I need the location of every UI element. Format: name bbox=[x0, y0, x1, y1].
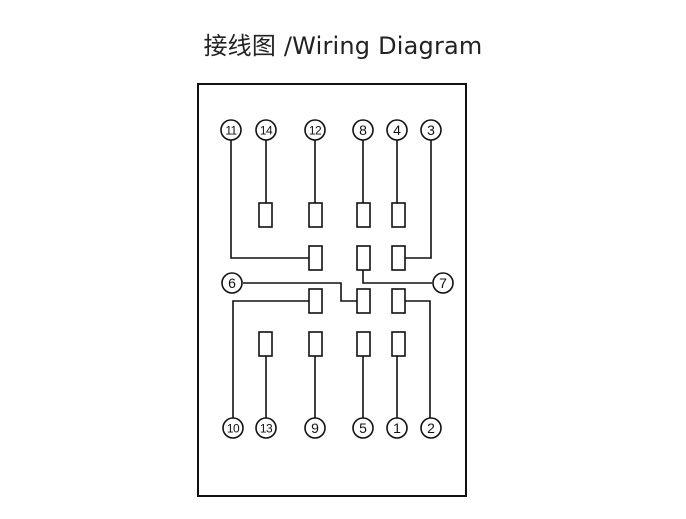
contact-11 bbox=[308, 245, 323, 271]
pin-1-circle bbox=[386, 417, 408, 439]
pin-11-label: 11 bbox=[225, 124, 237, 138]
pin-8-label: 8 bbox=[359, 122, 367, 138]
pin-12-circle bbox=[304, 119, 326, 141]
contact-upper-14 bbox=[258, 202, 273, 228]
contacts bbox=[258, 202, 406, 357]
pin-13-circle bbox=[255, 417, 277, 439]
contact-6 bbox=[356, 288, 371, 314]
wire-7 bbox=[362, 270, 432, 284]
pin-10-label: 10 bbox=[227, 422, 240, 436]
pin-labels: 11 14 12 8 4 3 6 7 10 13 9 5 1 2 bbox=[225, 122, 447, 436]
contact-lower-9 bbox=[308, 331, 323, 357]
pin-5-label: 5 bbox=[359, 420, 367, 436]
diagram-title: 接线图 /Wiring Diagram bbox=[203, 32, 483, 60]
wires bbox=[230, 140, 432, 418]
pin-14-label: 14 bbox=[260, 124, 273, 138]
pin-7-circle bbox=[432, 272, 454, 294]
pin-8-circle bbox=[352, 119, 374, 141]
wire-11 bbox=[230, 140, 309, 259]
contact-10 bbox=[308, 288, 323, 314]
pin-14-circle bbox=[255, 119, 277, 141]
pin-circles bbox=[220, 119, 454, 439]
pin-10-circle bbox=[222, 417, 244, 439]
pin-7-label: 7 bbox=[439, 275, 447, 291]
contact-upper-4 bbox=[391, 202, 406, 228]
pin-11-circle bbox=[220, 119, 242, 141]
pin-5-circle bbox=[352, 417, 374, 439]
wire-2 bbox=[405, 300, 431, 418]
pin-3-label: 3 bbox=[427, 122, 435, 138]
pin-9-label: 9 bbox=[311, 420, 319, 436]
contact-lower-5 bbox=[356, 331, 371, 357]
wire-10 bbox=[232, 300, 309, 418]
contact-lower-13 bbox=[258, 331, 273, 357]
wire-6 bbox=[243, 282, 357, 302]
diagram-frame bbox=[197, 83, 467, 497]
pin-2-circle bbox=[420, 417, 442, 439]
contact-7 bbox=[356, 245, 371, 271]
pin-1-label: 1 bbox=[393, 420, 401, 436]
contact-upper-12 bbox=[308, 202, 323, 228]
pin-2-label: 2 bbox=[427, 420, 435, 436]
contact-3 bbox=[391, 245, 406, 271]
pin-4-circle bbox=[386, 119, 408, 141]
pin-3-circle bbox=[420, 119, 442, 141]
pin-9-circle bbox=[304, 417, 326, 439]
contact-upper-8 bbox=[356, 202, 371, 228]
contact-2 bbox=[391, 288, 406, 314]
wire-3 bbox=[405, 140, 432, 259]
pin-12-label: 12 bbox=[309, 124, 322, 138]
pin-13-label: 13 bbox=[260, 422, 273, 436]
pin-6-label: 6 bbox=[228, 275, 236, 291]
contact-lower-1 bbox=[391, 331, 406, 357]
pin-6-circle bbox=[221, 272, 243, 294]
pin-4-label: 4 bbox=[393, 122, 401, 138]
